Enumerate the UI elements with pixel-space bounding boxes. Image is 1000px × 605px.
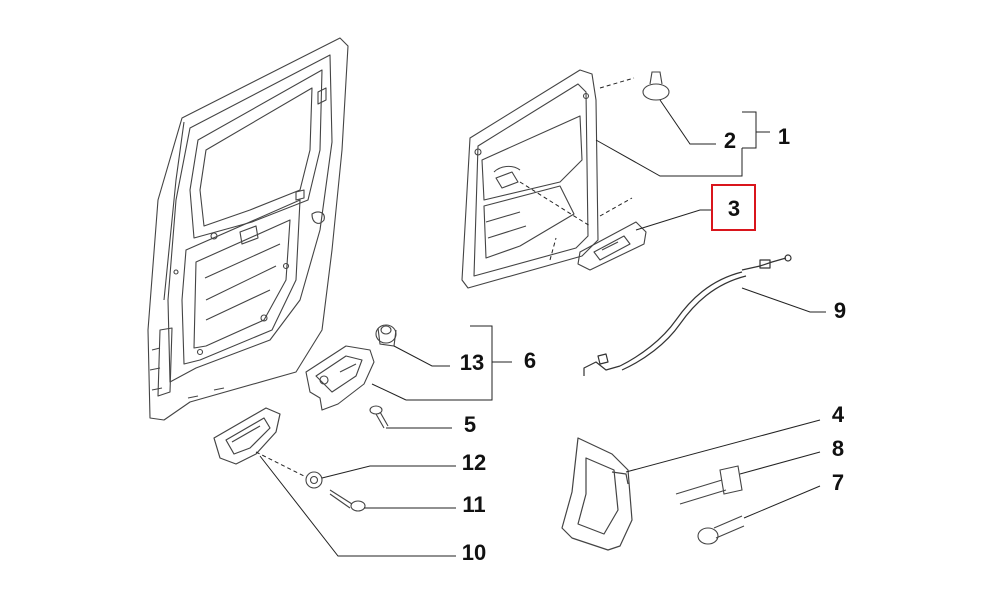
callout-labels: 1 2 3 9 13 6 5 4 8 12 7 11 10 [460,124,846,565]
bolt-11 [329,489,366,512]
lock-cover [561,437,633,551]
callout-10: 10 [462,540,486,565]
retaining-clip [642,71,670,101]
nut-12 [305,471,323,489]
door-trim-panel [461,69,599,289]
callout-4: 4 [832,402,845,427]
screw-5 [369,405,389,429]
highlight-box [711,184,756,231]
callout-13: 13 [460,350,484,375]
control-cable [583,254,792,376]
callout-1: 1 [778,124,790,149]
screw-7 [697,515,745,545]
door-handle-housing [577,221,647,271]
callout-9: 9 [834,298,846,323]
inner-door-handle [305,345,375,411]
callout-12: 12 [462,450,486,475]
callout-6: 6 [524,348,536,373]
callout-5: 5 [464,412,476,437]
handle-bezel [213,407,281,465]
handle-bushing [375,324,397,347]
door-frame [147,37,349,421]
callout-3[interactable]: 3 [728,196,740,221]
callout-8: 8 [832,436,844,461]
callout-7: 7 [832,470,844,495]
bolt-8 [675,465,743,505]
leader-lines [255,77,826,557]
callout-11: 11 [462,492,485,517]
callout-2: 2 [724,128,736,153]
